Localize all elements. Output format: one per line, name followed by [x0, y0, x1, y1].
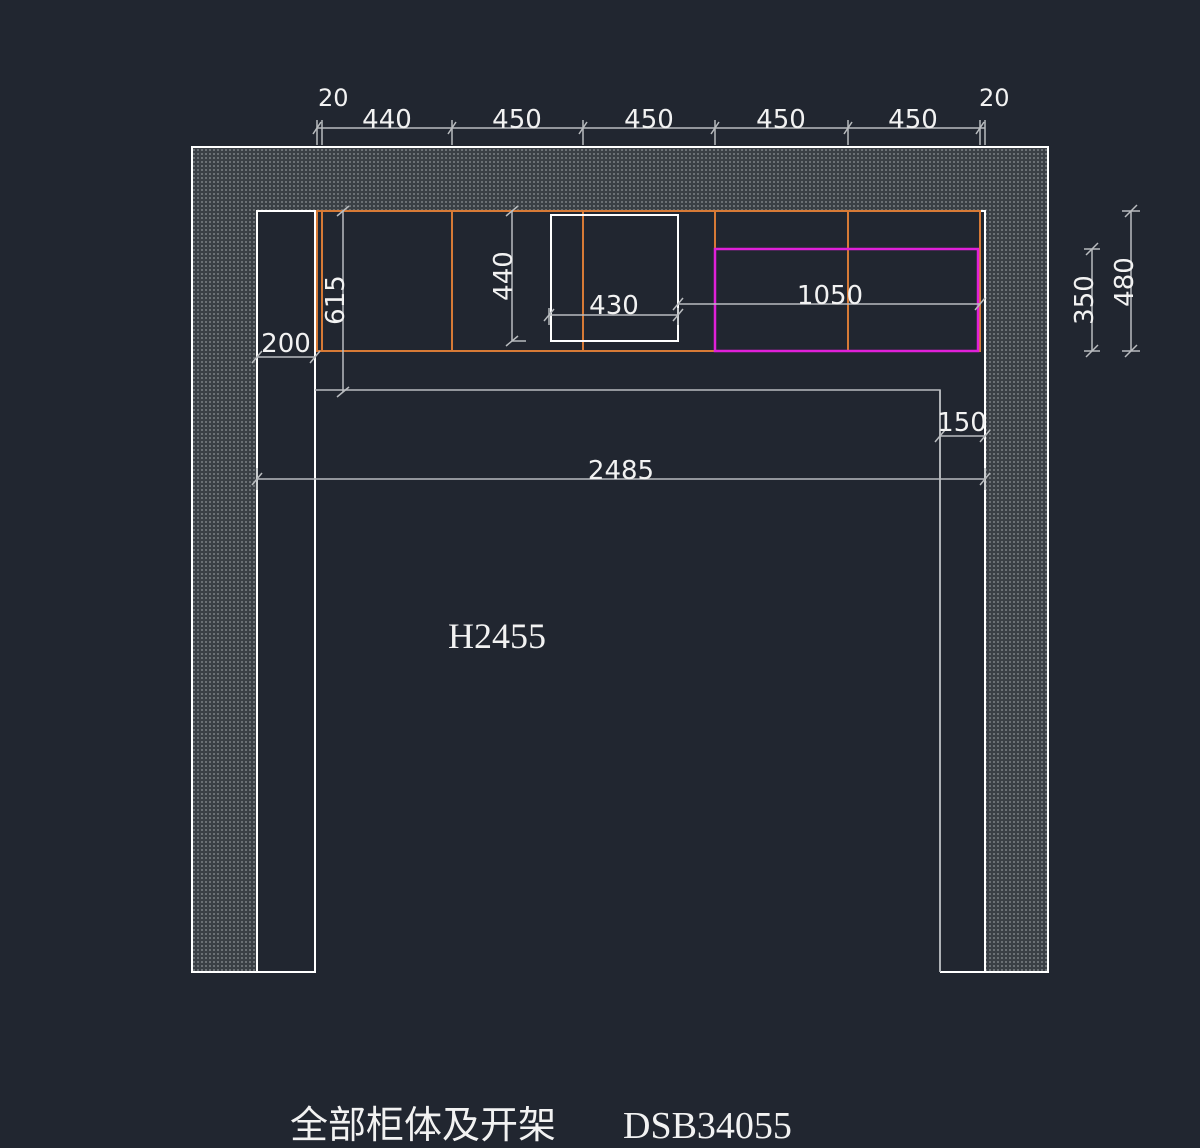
dim-right-gap: 150 [937, 408, 987, 438]
wall-hatch [191, 146, 1049, 973]
dim-inner-height: 440 [489, 251, 519, 301]
counter-outline [315, 389, 941, 972]
caption-code: DSB34055 [623, 1105, 792, 1147]
dim-top-bay-1: 440 [362, 105, 412, 135]
dim-top-bay-5: 450 [888, 105, 938, 135]
left-side-panel [256, 210, 316, 973]
dim-side-panel-width: 200 [261, 329, 311, 359]
dim-top-bay-4: 450 [756, 105, 806, 135]
dim-cabinet-depth: 615 [321, 275, 351, 325]
open-shelf [713, 247, 980, 353]
caption-title: 全部柜体及开架 [290, 1105, 556, 1147]
dim-top-bay-2: 450 [492, 105, 542, 135]
height-note: H2455 [448, 616, 546, 656]
dim-right-depth-inner: 350 [1070, 275, 1100, 325]
dim-right-depth-outer: 480 [1110, 257, 1140, 307]
dimension-lines [251, 120, 1140, 490]
dim-shelf-width: 1050 [797, 281, 863, 311]
cabinet-run [316, 210, 981, 352]
dim-overall-width: 2485 [588, 456, 654, 486]
dim-top-bay-3: 450 [624, 105, 674, 135]
dim-box-width: 430 [589, 291, 639, 321]
dim-top-left-offset: 20 [318, 84, 349, 112]
dim-top-right-offset: 20 [979, 84, 1010, 112]
appliance-box [550, 214, 679, 342]
